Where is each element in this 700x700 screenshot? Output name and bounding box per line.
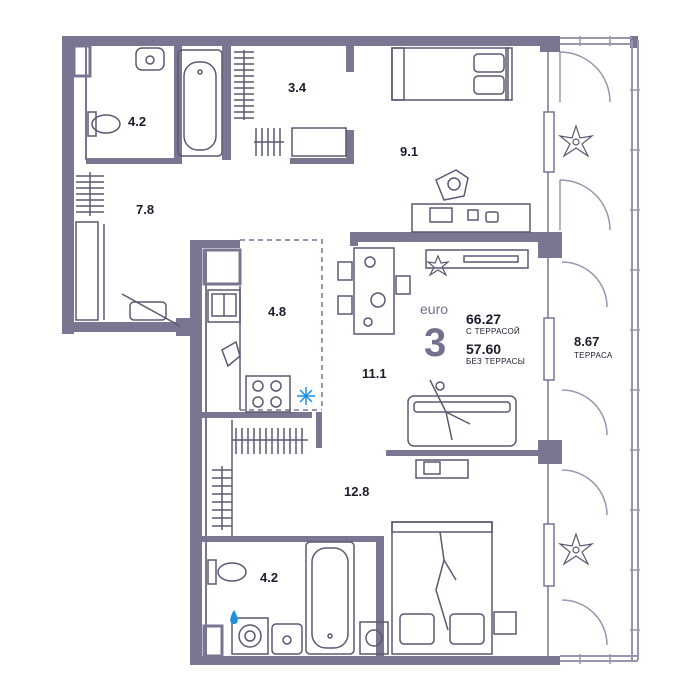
bed-icon bbox=[391, 521, 517, 655]
sink-icon bbox=[207, 289, 241, 323]
euro-prefix: euro bbox=[420, 301, 448, 317]
room-area-kitchen: 4.8 bbox=[268, 304, 286, 319]
door-icon bbox=[559, 51, 611, 646]
total-area-caption: С ТЕРРАСОЙ bbox=[466, 327, 520, 336]
sink-icon bbox=[135, 47, 165, 71]
water-drop-icon bbox=[230, 610, 238, 624]
rooms-count: 3 bbox=[424, 321, 446, 365]
wardrobe-icon bbox=[75, 172, 181, 327]
bathtub-icon bbox=[177, 49, 223, 157]
room-area-living: 11.1 bbox=[362, 366, 387, 381]
room-area-terrace: 8.67 bbox=[574, 334, 599, 349]
snowflake-icon bbox=[297, 387, 315, 405]
toilet-icon bbox=[207, 559, 247, 585]
room-area-bathroom-top: 4.2 bbox=[128, 114, 146, 129]
room-area-bathroom-bottom: 4.2 bbox=[260, 570, 278, 585]
plant-icon bbox=[425, 124, 595, 566]
tv-icon bbox=[425, 249, 529, 269]
walls bbox=[62, 36, 638, 665]
coffee-table bbox=[415, 459, 469, 479]
total-area: 66.27 bbox=[466, 311, 501, 327]
terrace-frame bbox=[547, 36, 640, 664]
room-area-bedroom-bottom: 12.8 bbox=[344, 484, 369, 499]
net-area-caption: БЕЗ ТЕРРАСЫ bbox=[466, 357, 525, 366]
wardrobe-icon bbox=[212, 420, 308, 536]
kitchen-counter bbox=[221, 286, 241, 410]
stove-icon bbox=[245, 375, 291, 413]
sink-icon bbox=[271, 623, 303, 655]
sofa-icon bbox=[407, 379, 517, 447]
wardrobe-icon bbox=[234, 50, 347, 157]
room-area-bedroom-top: 9.1 bbox=[400, 144, 418, 159]
apartment-summary: euro 3 66.27 С ТЕРРАСОЙ 57.60 БЕЗ ТЕРРАС… bbox=[420, 301, 525, 366]
net-area: 57.60 bbox=[466, 341, 501, 357]
room-area-wardrobe: 3.4 bbox=[288, 80, 307, 95]
desk-icon bbox=[411, 169, 531, 233]
dining-table bbox=[337, 247, 411, 335]
bathtub-icon bbox=[305, 541, 355, 655]
bed-icon bbox=[391, 47, 513, 101]
toilet-icon bbox=[87, 111, 121, 137]
thin-walls bbox=[85, 46, 323, 656]
room-area-hall: 7.8 bbox=[136, 202, 154, 217]
washing-machine-icon bbox=[231, 617, 269, 655]
terrace-caption: ТЕРРАСА bbox=[574, 351, 613, 360]
room-labels: 4.2 3.4 9.1 7.8 4.8 11.1 12.8 4.2 8.67 Т… bbox=[128, 80, 613, 585]
washing-machine-icon bbox=[359, 621, 389, 655]
